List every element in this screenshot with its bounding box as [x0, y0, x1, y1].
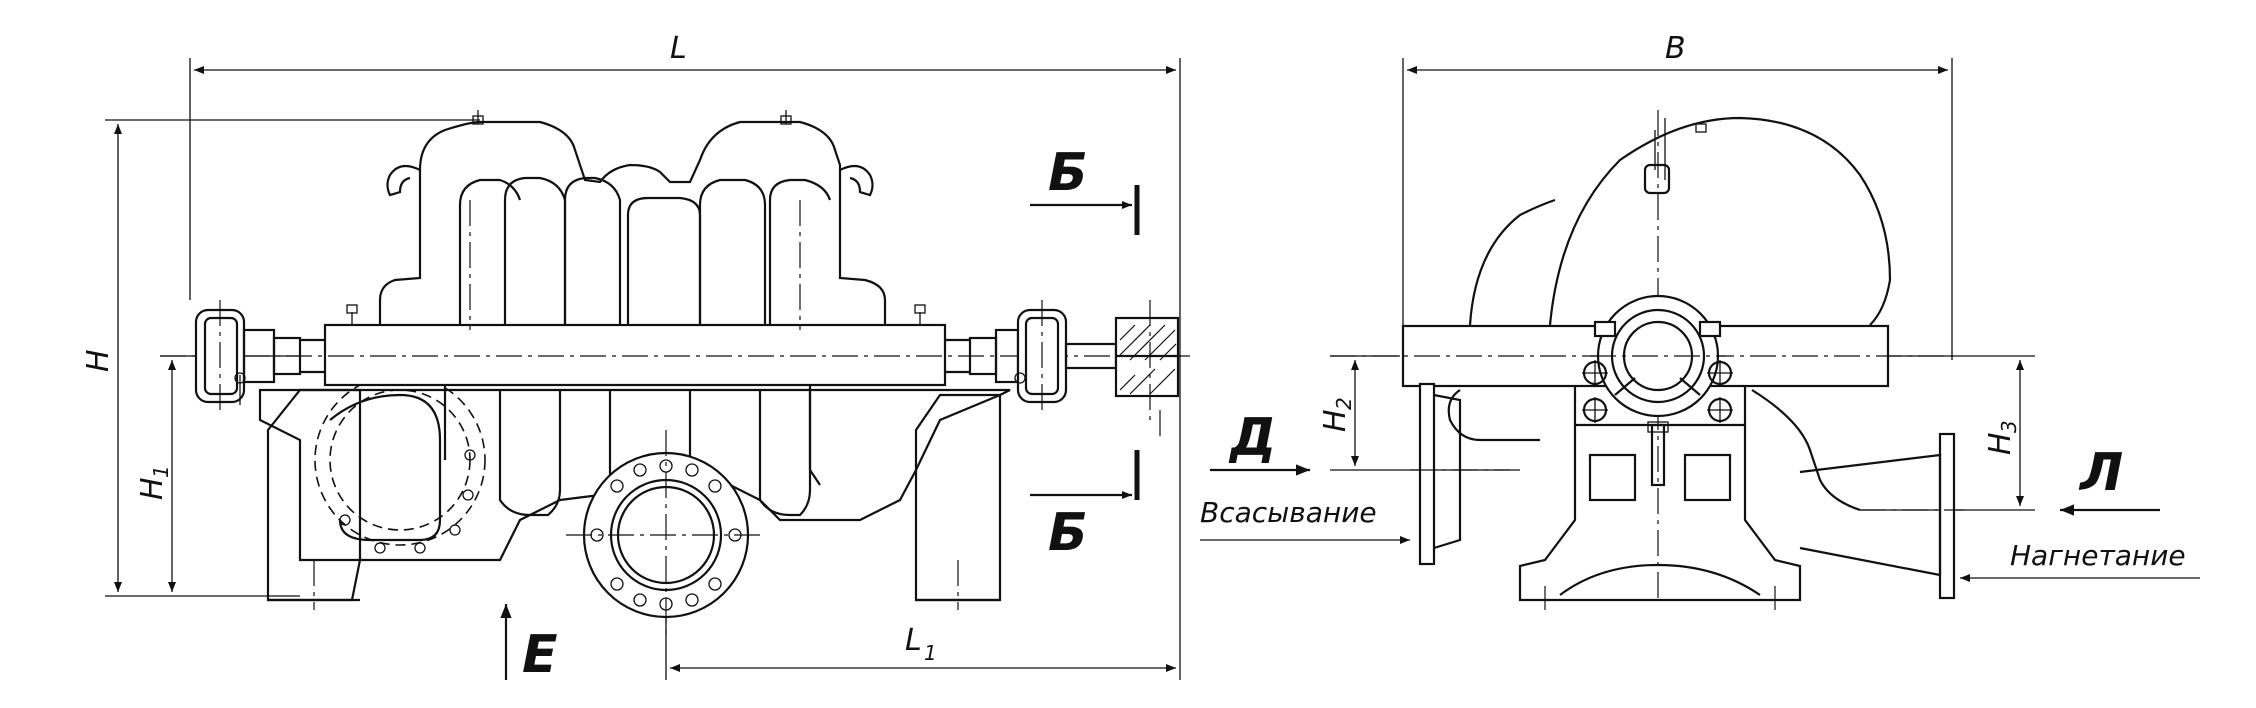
- dimension-l: L: [189, 31, 1181, 680]
- side-bearing: [1590, 294, 1726, 418]
- dim-h1-subscript: 1: [149, 465, 173, 478]
- dim-h2-label: H: [1318, 409, 1353, 432]
- view-d: Д Всасывание: [1200, 408, 1410, 544]
- side-view: B H 2 H 3: [1200, 31, 2200, 610]
- front-view: L H H 1 L 1: [81, 31, 1190, 685]
- dimension-l1: L 1: [665, 470, 1176, 680]
- suction-flange: [314, 374, 486, 554]
- view-l: Л Нагнетание: [1960, 443, 2200, 582]
- discharge-label: Нагнетание: [2010, 539, 2186, 572]
- section-b-marks: Б Б: [1030, 143, 1140, 563]
- view-e-label: Е: [522, 625, 558, 685]
- dim-h3-subscript: 3: [1997, 420, 2021, 433]
- view-e: Е: [500, 604, 558, 685]
- section-b-bottom-label: Б: [1048, 503, 1088, 563]
- split-flange: [160, 304, 1190, 387]
- dim-l1-label: L: [905, 623, 922, 658]
- view-l-label: Л: [2078, 443, 2123, 503]
- left-bearing: [194, 300, 302, 415]
- upper-casing: [378, 110, 887, 486]
- dim-h1-label: H: [135, 477, 170, 500]
- dim-l-label: L: [670, 31, 687, 66]
- dim-b-label: B: [1665, 31, 1686, 66]
- right-bearing: [968, 300, 1068, 415]
- section-b-top-label: Б: [1048, 143, 1088, 203]
- side-discharge-flange: [1799, 432, 1965, 600]
- dim-l1-subscript: 1: [924, 641, 937, 665]
- side-suction-flange: [1410, 382, 1520, 566]
- dim-h-label: H: [81, 349, 116, 372]
- dim-h2-subscript: 2: [1332, 397, 1356, 410]
- side-pedestal: [1518, 360, 1802, 610]
- suction-label: Всасывание: [1200, 496, 1377, 529]
- discharge-flange: [566, 430, 766, 640]
- shaft-coupling: [1064, 300, 1180, 440]
- dim-h3-label: H: [1983, 432, 2018, 455]
- dimension-b: B: [1402, 31, 1953, 360]
- view-d-label: Д: [1228, 408, 1276, 468]
